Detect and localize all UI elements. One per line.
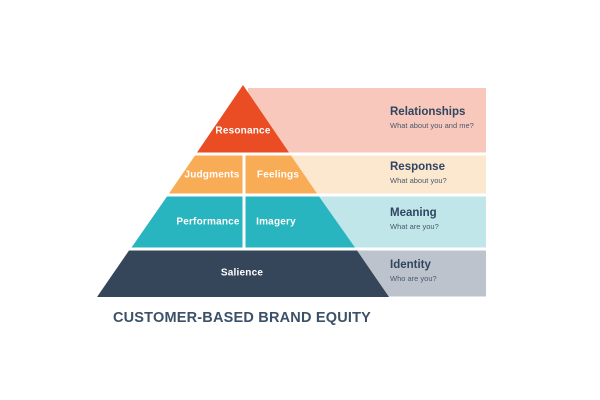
diagram-title: CUSTOMER-BASED BRAND EQUITY <box>112 310 372 326</box>
panel-identity-heading: Identity <box>390 259 431 271</box>
panel-relationships-bg <box>248 88 486 153</box>
pyramid-label-performance: Performance <box>176 216 240 227</box>
panel-meaning-subtitle: What are you? <box>390 222 439 231</box>
pyramid-label-feelings: Feelings <box>256 169 300 180</box>
pyramid-label-imagery: Imagery <box>256 216 296 227</box>
panel-relationships-heading: Relationships <box>390 106 466 118</box>
panel-response: Response What about you? <box>390 161 447 185</box>
panel-relationships-subtitle: What about you and me? <box>390 121 474 130</box>
pyramid-segment-salience <box>97 250 389 297</box>
panel-relationships: Relationships What about you and me? <box>390 106 474 130</box>
panel-meaning-heading: Meaning <box>390 207 437 219</box>
panel-meaning: Meaning What are you? <box>390 207 439 231</box>
pyramid-segment-judgments <box>169 155 243 194</box>
panel-response-heading: Response <box>390 161 445 173</box>
pyramid-label-salience: Salience <box>220 267 264 278</box>
panel-identity: Identity Who are you? <box>390 259 437 283</box>
pyramid-segment-feelings <box>245 155 317 194</box>
pyramid-segment-performance <box>131 196 243 248</box>
pyramid-segment-imagery <box>245 196 355 248</box>
panel-response-subtitle: What about you? <box>390 176 447 185</box>
pyramid-label-resonance: Resonance <box>215 125 271 137</box>
pyramid-label-judgments: Judgments <box>184 169 240 180</box>
panel-identity-subtitle: Who are you? <box>390 274 437 283</box>
pyramid-segment-resonance <box>197 85 289 153</box>
